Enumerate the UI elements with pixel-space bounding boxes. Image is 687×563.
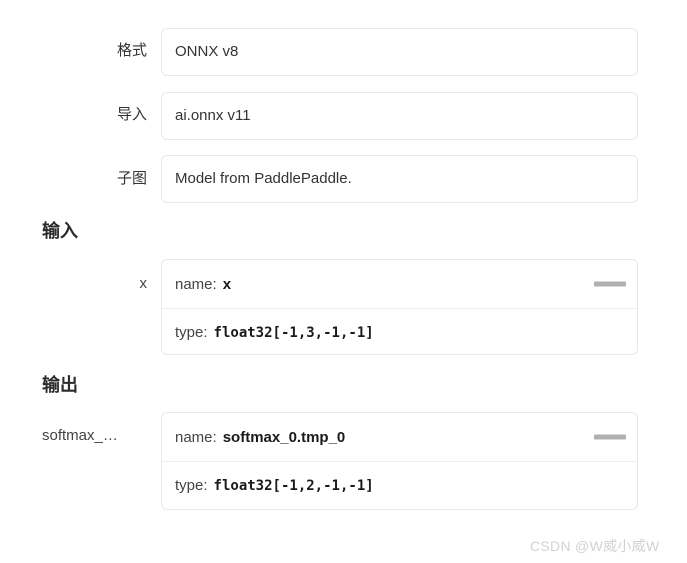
property-value-imports: ai.onnx v11 <box>175 107 251 124</box>
output-type-value: float32[-1,2,-1,-1] <box>213 477 374 494</box>
watermark-text: CSDN @W威小威W <box>530 538 660 554</box>
input-argument-card: name: x type: float32[-1,3,-1,-1] <box>161 259 638 355</box>
section-heading-inputs: 输入 <box>42 221 78 241</box>
input-name-row: name: x <box>162 260 637 308</box>
property-row-imports: 导入 <box>0 105 687 125</box>
input-name-value: x <box>222 275 232 293</box>
property-row-format: 格式 <box>0 41 687 61</box>
property-label-subgraph: 子图 <box>116 170 147 187</box>
output-type-row: type: float32[-1,2,-1,-1] <box>162 461 637 509</box>
property-value-format: ONNX v8 <box>175 43 239 60</box>
minus-icon[interactable] <box>594 434 626 440</box>
minus-icon[interactable] <box>594 281 626 287</box>
input-type-value: float32[-1,3,-1,-1] <box>213 324 374 341</box>
input-argument-label: x <box>139 275 148 292</box>
output-argument-label: softmax_… <box>42 427 118 444</box>
section-heading-outputs: 输出 <box>42 375 78 395</box>
property-box-subgraph: Model from PaddlePaddle. <box>161 155 638 203</box>
output-name-key: name: <box>175 428 217 446</box>
property-row-subgraph: 子图 <box>0 169 687 189</box>
property-box-imports: ai.onnx v11 <box>161 92 638 140</box>
input-type-key: type: <box>175 324 208 341</box>
input-name-key: name: <box>175 275 217 293</box>
output-type-key: type: <box>175 477 208 494</box>
property-box-format: ONNX v8 <box>161 28 638 76</box>
property-value-subgraph: Model from PaddlePaddle. <box>175 170 352 187</box>
output-argument-card: name: softmax_0.tmp_0 type: float32[-1,2… <box>161 412 638 510</box>
property-label-format: 格式 <box>116 42 147 59</box>
input-type-row: type: float32[-1,3,-1,-1] <box>162 308 637 354</box>
output-name-row: name: softmax_0.tmp_0 <box>162 413 637 461</box>
output-name-value: softmax_0.tmp_0 <box>222 428 346 446</box>
property-label-imports: 导入 <box>116 106 147 123</box>
